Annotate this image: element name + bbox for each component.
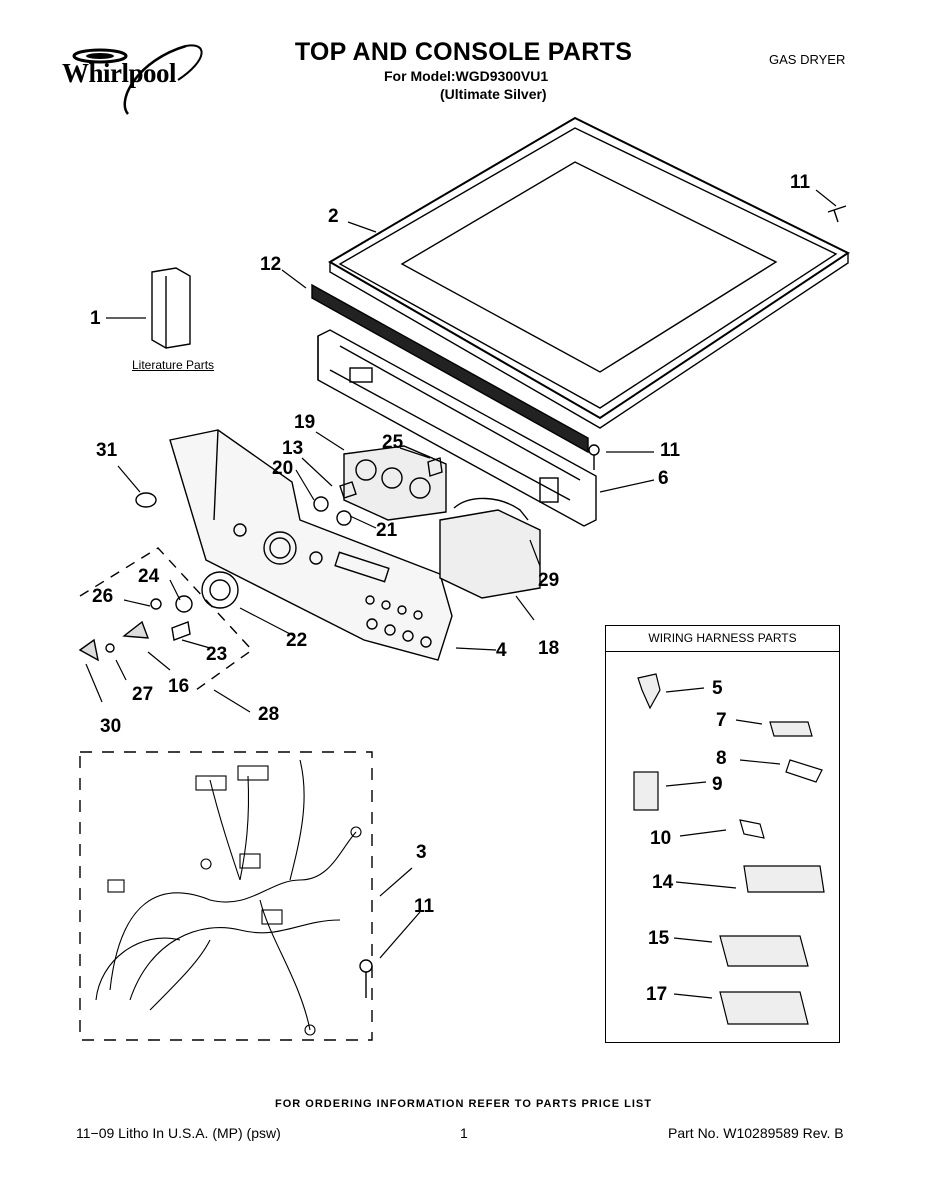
encoder-24 <box>175 595 193 613</box>
knob-ring-22 <box>201 571 239 609</box>
callout-12: 12 <box>260 254 282 275</box>
callout-22: 22 <box>286 630 308 651</box>
callout-8: 8 <box>716 748 727 769</box>
dryer-top-panel <box>328 116 850 429</box>
callout-11-harness: 11 <box>414 896 435 917</box>
product-type: GAS DRYER <box>769 52 846 67</box>
wire-harness <box>95 759 362 1036</box>
page-title: TOP AND CONSOLE PARTS <box>294 38 633 66</box>
leader-lines <box>85 189 837 999</box>
callout-17: 17 <box>646 984 668 1005</box>
callout-16: 16 <box>168 676 190 697</box>
lens <box>135 492 157 508</box>
wiring-harness-parts <box>633 673 825 1025</box>
ordering-info: FOR ORDERING INFORMATION REFER TO PARTS … <box>275 1098 652 1110</box>
machine-control-board <box>439 497 541 599</box>
callout-29: 29 <box>538 570 560 591</box>
brand-name: Whirlpool <box>62 58 177 88</box>
callout-30: 30 <box>100 716 122 737</box>
page-number: 1 <box>460 1125 468 1141</box>
literature-parts-label: Literature Parts <box>132 358 215 372</box>
part-number: Part No. W10289589 Rev. B <box>668 1125 844 1141</box>
callout-14: 14 <box>652 872 674 893</box>
top-gasket-strip <box>311 283 589 454</box>
callout-24: 24 <box>138 566 160 587</box>
knob-30 <box>78 638 99 662</box>
callout-6: 6 <box>658 468 669 489</box>
console-bracket <box>317 329 597 527</box>
litho-line: 11−09 Litho In U.S.A. (MP) (psw) <box>76 1125 281 1141</box>
ui-control-board <box>343 445 447 521</box>
wiring-harness-parts-box <box>605 625 840 1043</box>
callout-7: 7 <box>716 710 727 731</box>
callout-1: 1 <box>90 308 101 329</box>
callout-28: 28 <box>258 704 280 725</box>
console-panel <box>169 429 453 661</box>
callout-13: 13 <box>282 438 304 459</box>
callout-19: 19 <box>294 412 316 433</box>
callout-20: 20 <box>272 458 294 479</box>
color-line: (Ultimate Silver) <box>440 86 547 102</box>
wiring-harness-heading: WIRING HARNESS PARTS <box>605 625 840 652</box>
whirlpool-logo-icon <box>72 44 203 115</box>
callout-25: 25 <box>382 432 404 453</box>
callout-9: 9 <box>712 774 723 795</box>
callout-10: 10 <box>650 828 672 849</box>
model-line: For Model:WGD9300VU1 <box>384 68 549 84</box>
callout-5: 5 <box>712 678 723 699</box>
callout-11-top: 11 <box>790 172 811 193</box>
callout-2: 2 <box>328 206 339 227</box>
callout-18: 18 <box>538 638 560 659</box>
callout-31: 31 <box>96 440 118 461</box>
callout-15: 15 <box>648 928 670 949</box>
callout-21: 21 <box>376 520 398 541</box>
callout-4: 4 <box>496 640 507 661</box>
callout-3: 3 <box>416 842 427 863</box>
callout-23: 23 <box>206 644 228 665</box>
callout-27: 27 <box>132 684 154 705</box>
knob-16 <box>122 620 150 639</box>
callout-26: 26 <box>92 586 114 607</box>
callout-11-bracket: 11 <box>660 440 681 461</box>
literature-booklet <box>151 267 191 349</box>
